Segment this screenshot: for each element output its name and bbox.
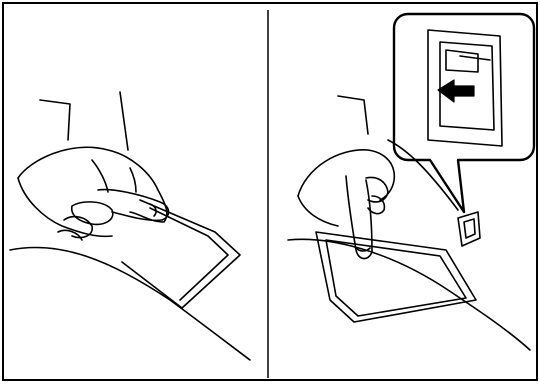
seat-edge-line (120, 92, 128, 150)
strap-outline (122, 200, 240, 308)
hand-lower-outline (18, 178, 112, 236)
callout-detail-line (460, 56, 490, 60)
thumb-outline (98, 190, 169, 221)
callout-switch-button (446, 50, 478, 72)
switch-face (464, 219, 475, 238)
knuckle-crease (130, 168, 136, 192)
mat-inner-edge (326, 240, 466, 316)
console-edge-line (388, 140, 458, 210)
hand-outline (18, 147, 167, 222)
seat-edge-line (40, 100, 70, 140)
seat-contour-line (288, 239, 530, 350)
panel-left (0, 0, 268, 383)
hand-pinching-strap-illustration (0, 0, 268, 383)
seat-edge-line (338, 96, 368, 134)
mat-outline (316, 232, 476, 322)
knuckle-crease (92, 160, 108, 192)
seat-contour-line (10, 247, 250, 360)
panel-right (268, 0, 540, 383)
finger-outline (72, 202, 113, 224)
switch-outline (458, 212, 480, 246)
hand-lower-outline (298, 196, 338, 226)
finger-pressing-mat-illustration (268, 0, 540, 383)
push-arrow-icon (438, 80, 474, 102)
hand-outline (298, 150, 394, 200)
